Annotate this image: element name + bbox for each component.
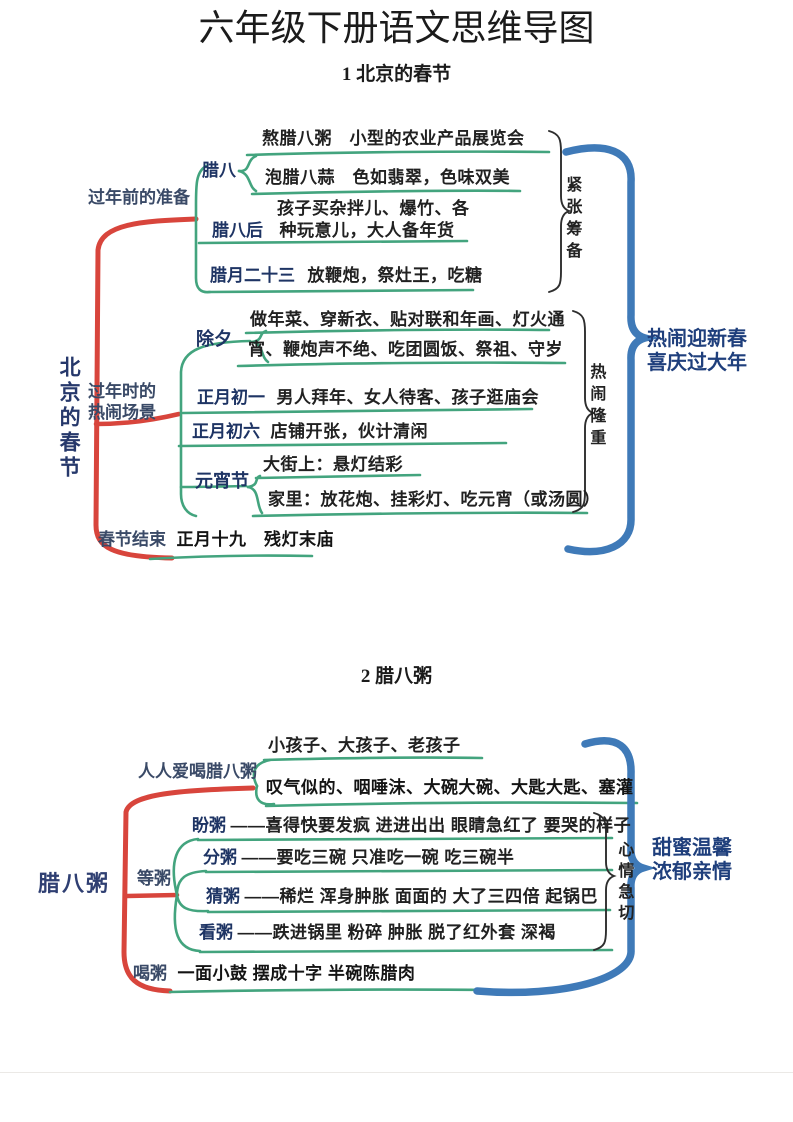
map2-blue-brace — [473, 737, 656, 997]
map2-conclusion-line1: 甜蜜温馨 — [652, 837, 732, 859]
map1-green-branches — [148, 150, 589, 561]
map1-brace2-label: 热闹隆重 — [587, 363, 605, 451]
map2-wait-label: 等粥 — [137, 869, 171, 888]
map1-root: 北京的春节 — [57, 356, 81, 481]
map1-zy6-text: 店铺开张，伙计清闲 — [270, 422, 428, 441]
map1-zy1-text: 男人拜年、女人待客、孩子逛庙会 — [276, 388, 539, 407]
map2-pan-row: 盼粥 ——喜得快要发疯 进进出出 眼睛急红了 要哭的样子 — [192, 816, 631, 836]
map2-green-branches — [168, 756, 639, 994]
map1-chuxi-label: 除夕 — [196, 329, 232, 349]
map2-pan-label: 盼粥 — [192, 816, 226, 835]
map1-chuxi-row2: 宵、鞭炮声不绝、吃团圆饭、祭祖、守岁 — [248, 340, 563, 359]
map2-pan-text: ——喜得快要发疯 进进出出 眼睛急红了 要哭的样子 — [230, 816, 632, 835]
map1-scene-line1: 过年时的 — [88, 382, 156, 401]
map1-black-braces — [548, 130, 596, 513]
map1-after-text: 种玩意儿，大人备年货 — [279, 221, 455, 240]
map1-scene-line2: 热闹场景 — [88, 403, 156, 422]
map1-end-label: 春节结束 — [98, 530, 166, 549]
map1-laba-row2: 泡腊八蒜 色如翡翠，色味双美 — [265, 168, 510, 187]
map1-zy6-label: 正月初六 — [192, 422, 260, 441]
map2-conclusion: 甜蜜温馨 浓郁亲情 — [652, 836, 732, 884]
map2-root: 腊八粥 — [38, 871, 111, 896]
map1-after-row1: 孩子买杂拌儿、爆竹、各 — [277, 199, 470, 218]
map2-fen-label: 分粥 — [203, 848, 237, 867]
map1-branch-scene-label: 过年时的 热闹场景 — [88, 381, 156, 423]
map1-chuxi-row1: 做年菜、穿新衣、贴对联和年画、灯火通 — [250, 310, 565, 329]
map1-d23-text: 放鞭炮，祭灶王，吃糖 — [307, 266, 483, 285]
map1-conclusion-line2: 喜庆过大年 — [647, 352, 747, 374]
map1-conclusion: 热闹迎新春 喜庆过大年 — [647, 327, 747, 375]
map1-after-row2: 腊八后 种玩意儿，大人备年货 — [212, 221, 454, 241]
map2-red-branches — [121, 785, 256, 994]
map2-kan-row: 看粥 ——跌进锅里 粉碎 肿胀 脱了红外套 深褐 — [199, 923, 556, 943]
map1-laba-label: 腊八 — [202, 161, 236, 180]
page-title: 六年级下册语文思维导图 — [198, 8, 595, 48]
map1-blue-brace — [562, 144, 660, 556]
section1-heading: 1 北京的春节 — [341, 64, 452, 85]
map2-black-brace — [593, 812, 617, 951]
map2-love-label: 人人爱喝腊八粥 — [138, 762, 257, 781]
map2-cai-row: 猜粥 ——稀烂 浑身肿胀 面面的 大了三四倍 起锅巴 — [206, 887, 598, 907]
map1-end-text: 正月十九 残灯末庙 — [176, 530, 334, 549]
map1-yx-row1: 大街上：悬灯结彩 — [263, 455, 403, 474]
map1-d23-row: 腊月二十三 放鞭炮，祭灶王，吃糖 — [210, 266, 482, 286]
section2-heading: 2 腊八粥 — [360, 666, 433, 687]
map2-love-row1: 小孩子、大孩子、老孩子 — [268, 736, 461, 755]
map1-end-row: 春节结束 正月十九 残灯末庙 — [98, 530, 334, 550]
map1-after-label: 腊八后 — [212, 221, 263, 240]
map1-yx-label: 元宵节 — [195, 471, 249, 491]
map1-red-branches — [93, 216, 199, 561]
page-divider — [0, 1072, 793, 1073]
map1-zy1-label: 正月初一 — [197, 388, 265, 407]
map2-cai-text: ——稀烂 浑身肿胀 面面的 大了三四倍 起锅巴 — [244, 887, 598, 906]
map1-zy1-row: 正月初一 男人拜年、女人待客、孩子逛庙会 — [197, 388, 539, 408]
map2-love-row2: 叹气似的、咽唾沫、大碗大碗、大匙大匙、塞灌 — [266, 778, 634, 797]
map1-conclusion-line1: 热闹迎新春 — [647, 328, 747, 350]
map2-kan-label: 看粥 — [199, 923, 233, 942]
map2-drink-label: 喝粥 — [133, 964, 167, 983]
map2-cai-label: 猜粥 — [206, 887, 240, 906]
map1-d23-label: 腊月二十三 — [210, 266, 295, 285]
map1-branch-prep-label: 过年前的准备 — [88, 188, 190, 207]
map2-fen-row: 分粥 ——要吃三碗 只准吃一碗 吃三碗半 — [203, 848, 514, 868]
map2-conclusion-line2: 浓郁亲情 — [652, 861, 732, 883]
map1-laba-row1: 熬腊八粥 小型的农业产品展览会 — [262, 129, 525, 148]
map2-fen-text: ——要吃三碗 只准吃一碗 吃三碗半 — [241, 848, 515, 867]
map2-kan-text: ——跌进锅里 粉碎 肿胀 脱了红外套 深褐 — [237, 923, 556, 942]
map2-brace-label: 心情急切 — [615, 841, 633, 925]
map1-zy6-row: 正月初六 店铺开张，伙计清闲 — [192, 422, 428, 442]
map1-yx-row2: 家里：放花炮、挂彩灯、吃元宵（或汤圆） — [268, 490, 601, 509]
map2-drink-row: 喝粥 一面小鼓 摆成十字 半碗陈腊肉 — [133, 964, 415, 984]
map2-drink-text: 一面小鼓 摆成十字 半碗陈腊肉 — [177, 964, 416, 983]
map1-brace1-label: 紧张筹备 — [563, 176, 581, 264]
